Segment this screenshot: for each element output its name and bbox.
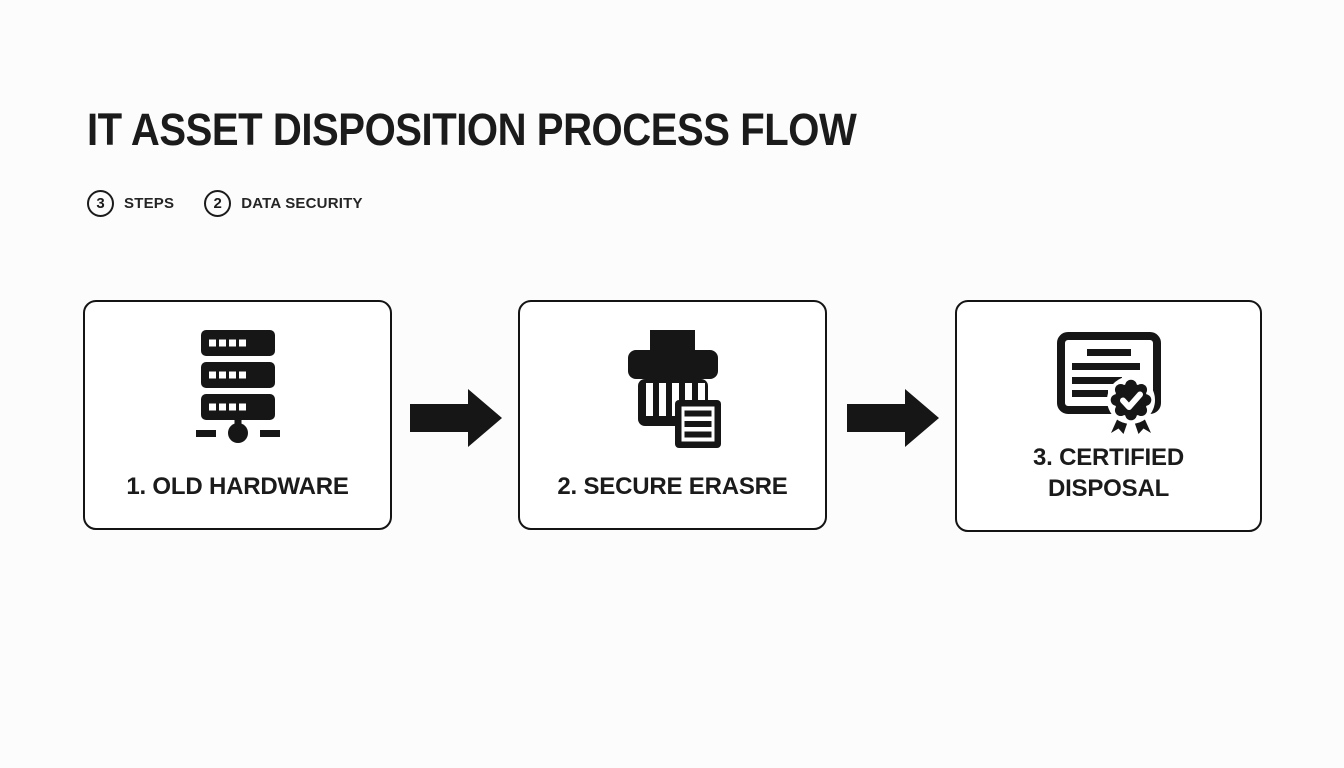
step-card-certified-disposal: 3. CERTIFIED DISPOSAL	[955, 300, 1262, 532]
step-label-secure-erase: 2. SECURE ERASRE	[557, 472, 788, 500]
badge-data-security-label: DATA SECURITY	[241, 195, 363, 212]
badge-steps-label: STEPS	[124, 195, 175, 212]
arrow-right-icon	[410, 387, 502, 449]
badge-steps: 3 STEPS	[87, 190, 174, 217]
server-stack-icon	[188, 330, 288, 444]
step-label-old-hardware: 1. OLD HARDWARE	[126, 472, 349, 500]
badge-data-security: 2 DATA SECURITY	[204, 190, 363, 217]
arrow-right-icon	[847, 387, 939, 449]
certificate-ribbon-icon	[1056, 330, 1161, 436]
step-card-secure-erase: 2. SECURE ERASRE	[518, 300, 827, 530]
step-label-certified-disposal: 3. CERTIFIED DISPOSAL	[1033, 443, 1184, 502]
page-title: IT ASSET DISPOSITION PROCESS FLOW	[87, 104, 857, 155]
badge-steps-circle: 3	[87, 190, 114, 217]
step-card-old-hardware: 1. OLD HARDWARE	[83, 300, 392, 530]
badge-data-security-circle: 2	[204, 190, 232, 217]
badges-row: 3 STEPS 2 DATA SECURITY	[87, 190, 363, 217]
shredder-icon	[623, 330, 723, 448]
